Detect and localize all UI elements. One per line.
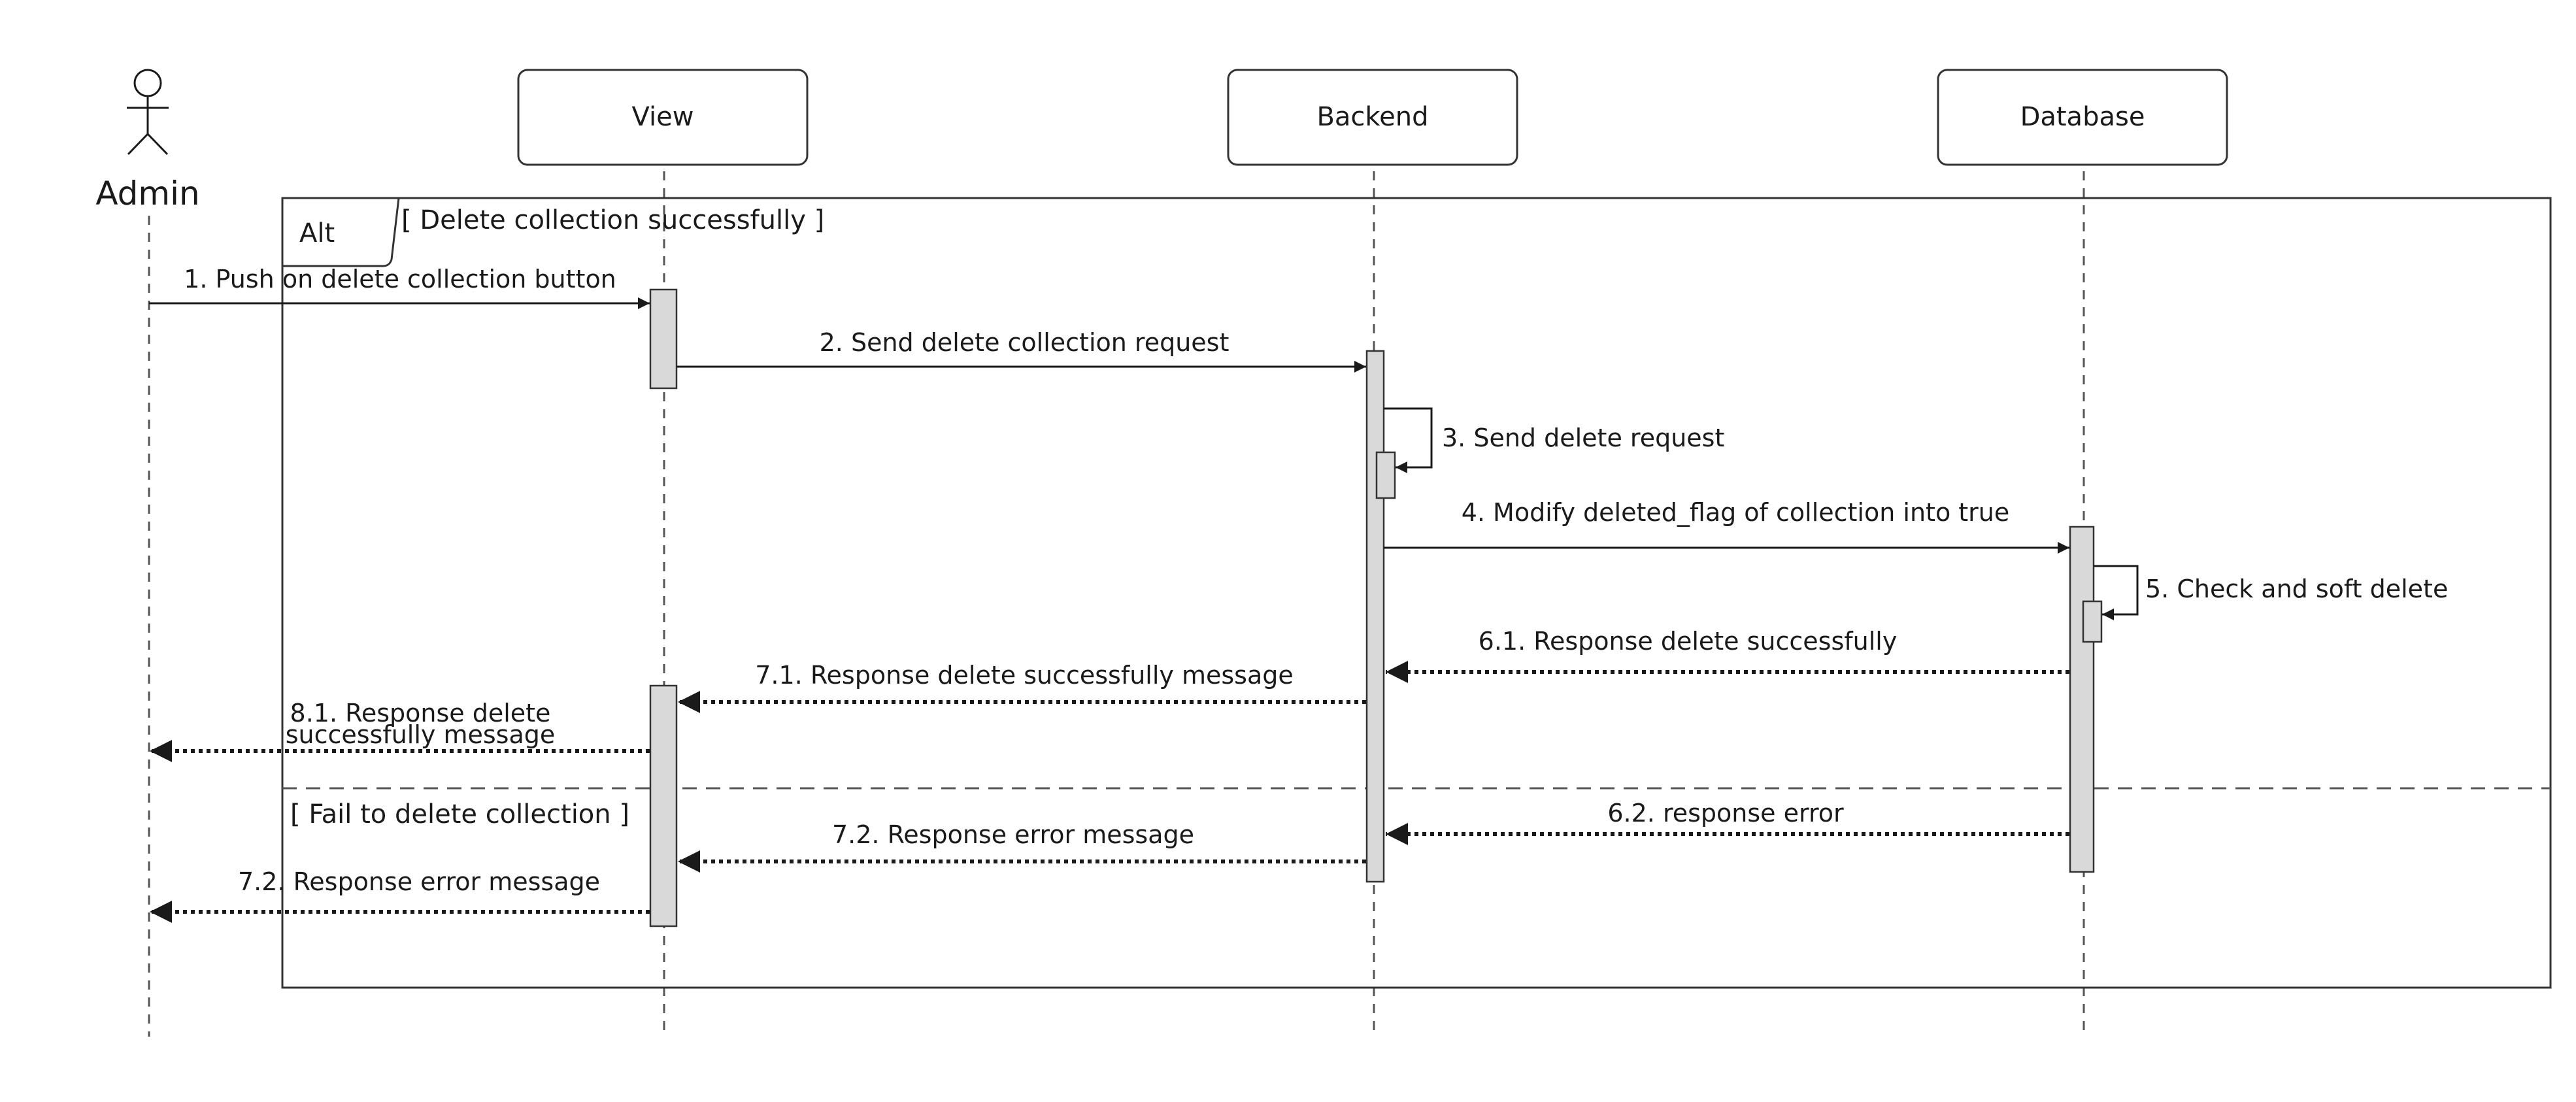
message-6-2-label: 6.2. response error bbox=[1607, 799, 1844, 827]
actor-leg-right bbox=[146, 133, 169, 156]
message-8-1: 8.1. Response delete successfully messag… bbox=[150, 699, 650, 762]
alt-operator-label: Alt bbox=[299, 218, 335, 248]
activation-database-self bbox=[2082, 600, 2103, 643]
alt-frame bbox=[281, 197, 2552, 989]
activation-database-main bbox=[2069, 526, 2095, 873]
message-5: 5. Check and soft delete bbox=[2094, 565, 2448, 620]
message-6-2: 6.2. response error bbox=[1386, 799, 2069, 845]
participant-backend: Backend bbox=[1227, 69, 1518, 166]
participant-backend-label: Backend bbox=[1316, 102, 1428, 132]
alt-operator-tab bbox=[282, 197, 400, 267]
message-7-2-label: 7.2. Response error message bbox=[832, 820, 1194, 849]
participant-view-label: View bbox=[632, 102, 694, 132]
activation-backend-self bbox=[1375, 451, 1396, 499]
message-7-1: 7.1. Response delete successfully messag… bbox=[678, 661, 1366, 713]
message-7-1-label: 7.1. Response delete successfully messag… bbox=[755, 661, 1294, 690]
message-7-2-view-admin: 7.2. Response error message bbox=[150, 867, 650, 923]
participant-database-label: Database bbox=[2020, 102, 2145, 132]
message-7-2-admin-label: 7.2. Response error message bbox=[238, 867, 600, 896]
message-6-1-label: 6.1. Response delete successfully bbox=[1479, 627, 1898, 656]
message-8-1-label-line2: successfully message bbox=[286, 720, 556, 749]
actor-admin: Admin bbox=[95, 69, 200, 212]
message-1-label: 1. Push on delete collection button bbox=[184, 265, 616, 293]
activation-view-1 bbox=[649, 288, 678, 390]
actor-head bbox=[133, 69, 162, 97]
alt-fragment: Alt [ Delete collection successfully ] [… bbox=[281, 197, 2552, 989]
message-4-label: 4. Modify deleted_flag of collection int… bbox=[1462, 498, 2010, 527]
participant-view-box bbox=[517, 69, 809, 166]
message-2: 2. Send delete collection request bbox=[677, 328, 1366, 373]
message-5-label: 5. Check and soft delete bbox=[2145, 575, 2448, 603]
message-6-1: 6.1. Response delete successfully bbox=[1386, 627, 2069, 683]
participant-database-box bbox=[1937, 69, 2228, 166]
alt-guard-success: [ Delete collection successfully ] bbox=[401, 205, 824, 235]
message-3-label: 3. Send delete request bbox=[1442, 424, 1724, 452]
message-4: 4. Modify deleted_flag of collection int… bbox=[1384, 498, 2069, 554]
alt-guard-fail: [ Fail to delete collection ] bbox=[290, 799, 629, 829]
participant-backend-box bbox=[1227, 69, 1518, 166]
activation-backend-main bbox=[1365, 350, 1385, 883]
message-1: 1. Push on delete collection button bbox=[149, 265, 650, 309]
message-3-arrow bbox=[1384, 407, 1433, 473]
message-8-1-label-line1: 8.1. Response delete bbox=[290, 699, 551, 727]
activation-view-2 bbox=[649, 684, 678, 927]
message-7-2-backend-view: 7.2. Response error message bbox=[678, 820, 1366, 873]
message-3: 3. Send delete request bbox=[1384, 407, 1724, 473]
message-5-arrow bbox=[2094, 565, 2139, 620]
actor-name: Admin bbox=[95, 175, 199, 212]
participant-view: View bbox=[517, 69, 809, 166]
actor-leg-left bbox=[127, 133, 149, 156]
participant-database: Database bbox=[1937, 69, 2228, 166]
message-2-label: 2. Send delete collection request bbox=[820, 328, 1229, 357]
